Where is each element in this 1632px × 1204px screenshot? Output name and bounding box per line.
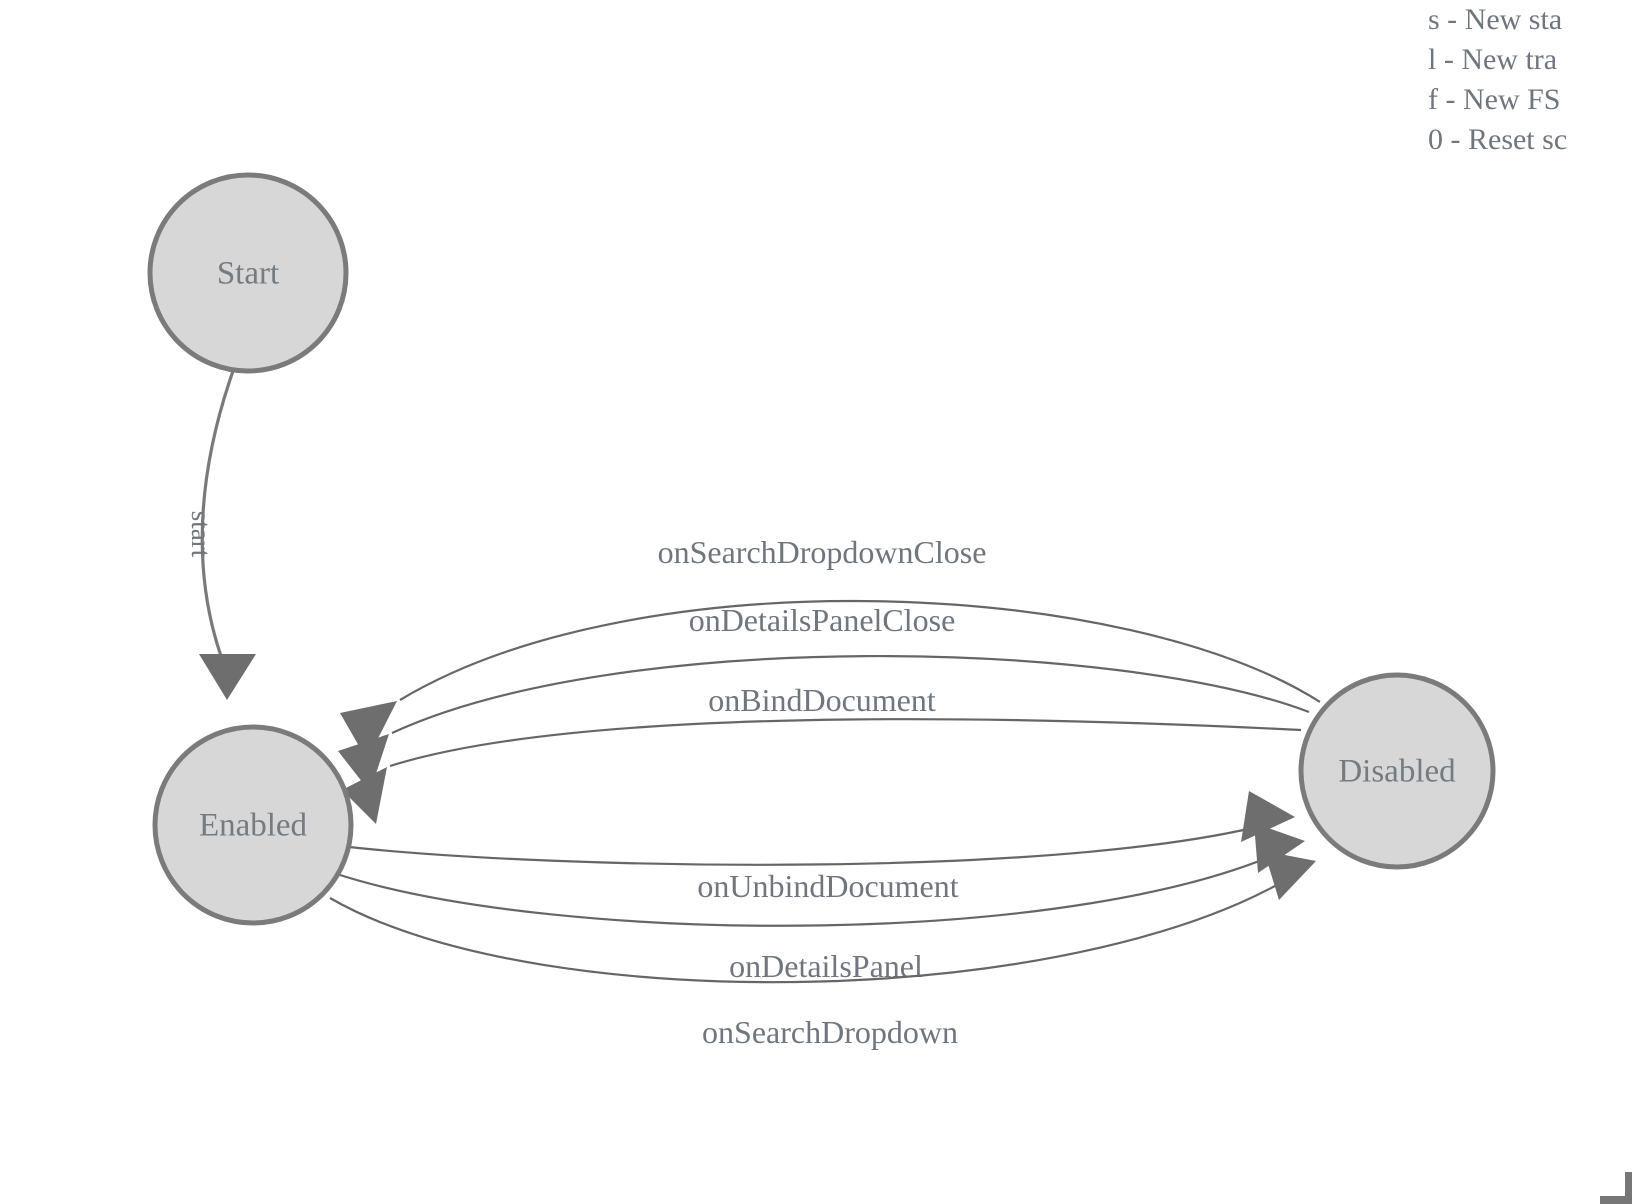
arrow-head-onDetailsPanel (1254, 823, 1305, 873)
edge-onBindDocument[interactable]: onBindDocument (342, 682, 1302, 824)
edge-label-start: start (186, 511, 216, 558)
edge-onSearchDropdown[interactable]: onSearchDropdown (329, 851, 1316, 1050)
edge-path-onSearchDropdownClose (399, 599, 1321, 703)
help-line-reset-scale: 0 - Reset sc (1428, 123, 1568, 156)
edge-label-onUnbindDocument: onUnbindDocument (697, 868, 958, 904)
node-enabled-label: Enabled (199, 808, 308, 844)
edge-path-onBindDocument (389, 718, 1302, 768)
help-line-new-transition: l - New tra (1428, 43, 1558, 76)
arrow-head-onSearchDropdownClose (340, 701, 397, 760)
node-disabled[interactable]: Disabled (1298, 672, 1496, 870)
vertical-scrollbar[interactable] (1625, 1172, 1632, 1204)
help-line-new-state: s - New sta (1428, 3, 1563, 36)
node-start-circle (147, 172, 349, 374)
edge-label-onSearchDropdownClose: onSearchDropdownClose (658, 534, 987, 570)
node-start[interactable]: Start (147, 172, 349, 374)
edge-onUnbindDocument[interactable]: onUnbindDocument (348, 791, 1295, 904)
horizontal-scrollbar[interactable] (1600, 1196, 1632, 1204)
arrow-head-onDetailsPanelClose (338, 734, 389, 792)
edge-path-onUnbindDocument (348, 816, 1291, 866)
help-line-new-fsm: f - New FS (1428, 83, 1561, 116)
arrow-head-onBindDocument (342, 767, 387, 824)
node-enabled[interactable]: Enabled (152, 724, 354, 926)
node-enabled-circle (152, 724, 354, 926)
node-start-label: Start (217, 256, 279, 292)
help-overlay: s - New sta l - New tra f - New FS 0 - R… (1428, 0, 1632, 160)
edge-start[interactable]: start (186, 370, 256, 700)
edge-path-onSearchDropdown (329, 863, 1312, 984)
edge-onDetailsPanelClose[interactable]: onDetailsPanelClose (338, 602, 1310, 792)
node-disabled-label: Disabled (1338, 754, 1456, 790)
edge-label-onBindDocument: onBindDocument (708, 682, 936, 718)
arrow-head-onSearchDropdown (1264, 851, 1316, 900)
edge-onSearchDropdownClose[interactable]: onSearchDropdownClose (340, 534, 1321, 760)
edge-label-onDetailsPanelClose: onDetailsPanelClose (689, 602, 956, 638)
edge-path-onDetailsPanel (339, 842, 1301, 927)
edge-label-onSearchDropdown: onSearchDropdown (702, 1014, 958, 1050)
edge-path-onDetailsPanelClose (391, 654, 1310, 734)
edge-path-start (200, 370, 235, 673)
node-disabled-circle (1298, 672, 1496, 870)
arrow-head-start (199, 654, 256, 700)
